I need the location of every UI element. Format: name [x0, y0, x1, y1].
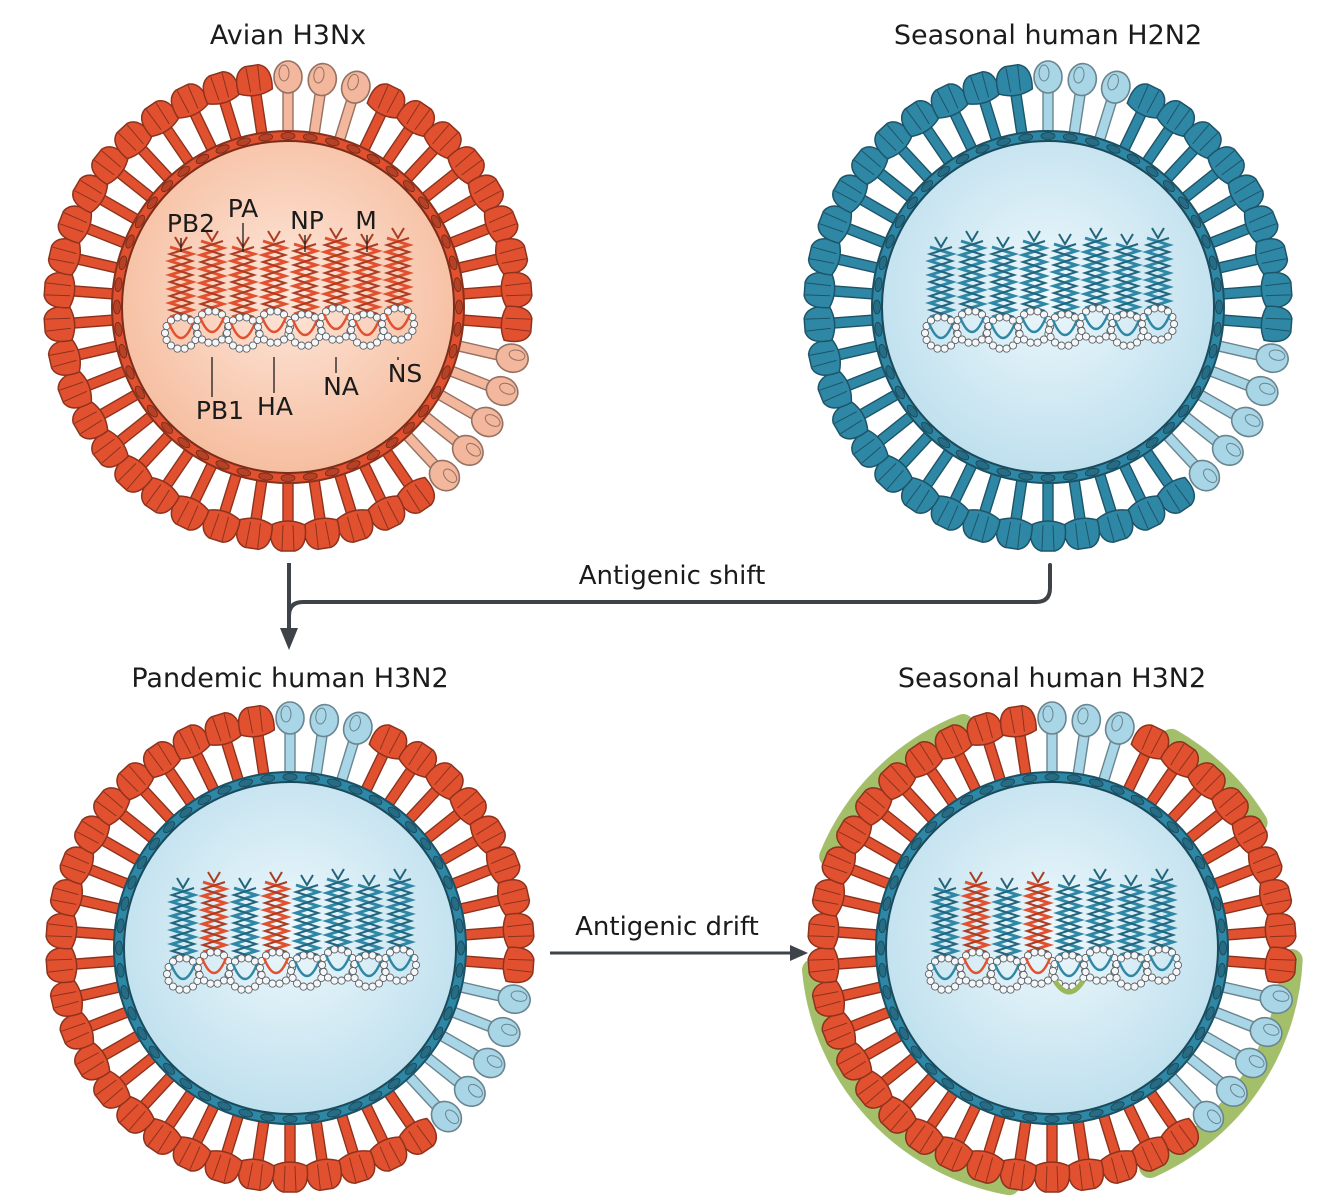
matrix-layer: [115, 773, 465, 1123]
spike: [273, 60, 303, 152]
rna-segment: [253, 230, 295, 347]
virus-seasonal-human-h3n2: [802, 701, 1303, 1196]
rna-segment: [255, 871, 297, 988]
rna-segment: [379, 868, 421, 985]
genome-segments: [920, 227, 1179, 353]
virus-pandemic-human-h3n2: [45, 701, 535, 1193]
rna-segment: [1141, 868, 1183, 985]
virion-core: [885, 781, 1219, 1115]
antigenic-shift-arrow: [280, 563, 1052, 650]
spike: [811, 977, 902, 1017]
matrix-layer: [877, 773, 1227, 1123]
segment-label-pb2: PB2: [167, 209, 215, 238]
virus-seasonal-human-h2n2: [803, 60, 1293, 552]
rna-segment: [955, 871, 997, 988]
spike: [72, 379, 157, 440]
antigenic-drift-label: Antigenic drift: [575, 912, 759, 942]
rna-segment: [377, 227, 419, 344]
segment-labels: PB2 PA NP M PB1 HA NA NS: [167, 194, 422, 425]
segment-label-na: NA: [323, 372, 359, 401]
spike: [389, 121, 462, 198]
segment-label-pb1: PB1: [196, 396, 244, 425]
virion-core: [121, 140, 455, 474]
title-pandemic-human-h3n2: Pandemic human H3N2: [131, 663, 448, 694]
title-seasonal-human-h2n2: Seasonal human H2N2: [894, 20, 1202, 51]
spike: [1033, 60, 1063, 152]
mutated-segment-marker: [1052, 979, 1086, 995]
spike: [807, 336, 898, 376]
genome-segments: [924, 868, 1183, 995]
genome-segments: [160, 227, 419, 353]
segment-label-np: NP: [290, 206, 324, 235]
antigenic-drift-arrow: [550, 945, 808, 961]
segment-label-ns: NS: [388, 359, 423, 388]
title-seasonal-human-h3n2: Seasonal human H3N2: [898, 663, 1206, 694]
rna-segment: [160, 236, 202, 353]
segment-label-m: M: [355, 206, 377, 235]
spike: [269, 462, 307, 552]
virion-core: [123, 781, 457, 1115]
spike: [430, 205, 519, 256]
rna-segment: [346, 233, 388, 350]
spike: [271, 1103, 309, 1193]
matrix-layer: [113, 132, 463, 482]
genome-segments: [162, 868, 421, 994]
title-avian-h3nx: Avian H3Nx: [210, 20, 366, 51]
antigenic-shift-label: Antigenic shift: [579, 561, 766, 591]
virus-avian-h3nx: [43, 60, 533, 552]
spike: [275, 701, 305, 793]
segment-label-ha: HA: [257, 392, 293, 421]
spike: [372, 741, 438, 823]
matrix-layer: [873, 132, 1223, 482]
rna-segment: [1137, 227, 1179, 344]
spike: [1029, 462, 1067, 552]
virion-core: [881, 140, 1215, 474]
segment-label-pa: PA: [228, 194, 259, 223]
spike: [305, 62, 338, 155]
